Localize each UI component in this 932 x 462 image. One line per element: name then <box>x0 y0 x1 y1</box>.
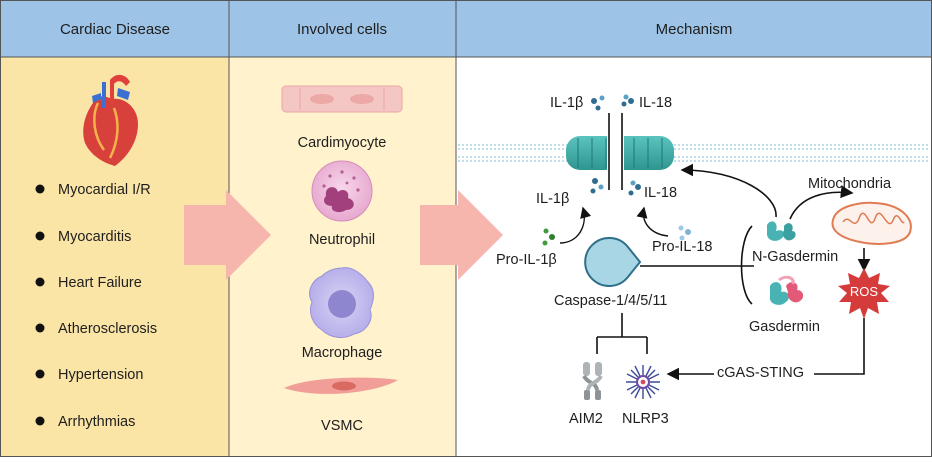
label-pro-il18: Pro-IL-18 <box>652 239 712 255</box>
inhibition-bracket <box>596 313 648 354</box>
header-row <box>1 1 931 57</box>
label-il1b-out: IL-1β <box>550 95 583 111</box>
cell-label-cardiomyocyte: Cardimyocyte <box>298 135 387 151</box>
disease-item: Hypertension <box>58 367 143 383</box>
bullet-icon <box>35 184 45 194</box>
disease-list: Myocardial I/R Myocarditis Heart Failure… <box>35 182 157 430</box>
macrophage-icon <box>309 267 374 338</box>
gasdermin-icon <box>769 275 804 305</box>
cgas-label-bg <box>714 362 814 380</box>
label-il18-in: IL-18 <box>644 185 677 201</box>
cytokine-dots <box>542 94 691 246</box>
disease-item: Atherosclerosis <box>58 321 157 337</box>
cell-label-macrophage: Macrophage <box>302 345 383 361</box>
label-gasdermin: Gasdermin <box>749 319 820 335</box>
label-cgas-sting: cGAS-STING <box>717 365 804 381</box>
cardiomyocyte-icon <box>281 85 403 113</box>
aim2-icon <box>582 362 603 400</box>
arrow-ngasdermin-mito <box>789 185 854 220</box>
label-aim2: AIM2 <box>569 411 603 427</box>
nlrp3-icon <box>626 365 660 399</box>
vsmc-icon <box>284 377 398 394</box>
label-nlrp3: NLRP3 <box>622 411 669 427</box>
bullet-icon <box>35 416 45 426</box>
heart-icon <box>83 74 138 166</box>
cell-membrane <box>458 144 930 162</box>
block-arrow-2 <box>420 190 503 280</box>
disease-item: Myocardial I/R <box>58 182 151 198</box>
arrow-pro-il1b <box>559 206 592 244</box>
curve-gasdermin-cleavage <box>740 225 753 305</box>
cell-label-neutrophil: Neutrophil <box>309 232 375 248</box>
label-il18-out: IL-18 <box>639 95 672 111</box>
label-n-gasdermin: N-Gasdermin <box>752 249 838 265</box>
label-caspase: Caspase-1/4/5/11 <box>554 293 667 309</box>
header-mechanism: Mechanism <box>656 21 733 38</box>
disease-item: Arrhythmias <box>58 414 135 430</box>
arrow-ngasdermin-membrane <box>680 163 777 218</box>
ros-icon <box>838 268 890 319</box>
disease-item: Heart Failure <box>58 275 142 291</box>
neutrophil-icon <box>311 160 373 222</box>
gasdermin-pore-icon <box>566 122 674 192</box>
caspase-icon <box>584 237 642 287</box>
label-il1b-in: IL-1β <box>536 191 569 207</box>
arrow-pro-il18 <box>636 206 669 237</box>
block-arrow-1 <box>184 190 271 280</box>
bullet-icon <box>35 369 45 379</box>
label-mitochondria: Mitochondria <box>808 176 892 192</box>
n-gasdermin-icon <box>766 221 796 241</box>
bullet-icon <box>35 277 45 287</box>
header-cells: Involved cells <box>297 21 387 38</box>
bullet-icon <box>35 323 45 333</box>
cell-label-vsmc: VSMC <box>321 418 363 434</box>
label-pro-il1b: Pro-IL-1β <box>496 252 557 268</box>
mitochondria-icon <box>831 201 912 245</box>
label-ros: ROS <box>850 284 879 299</box>
bullet-icon <box>35 231 45 241</box>
header-disease: Cardiac Disease <box>60 21 170 38</box>
disease-item: Myocarditis <box>58 229 131 245</box>
